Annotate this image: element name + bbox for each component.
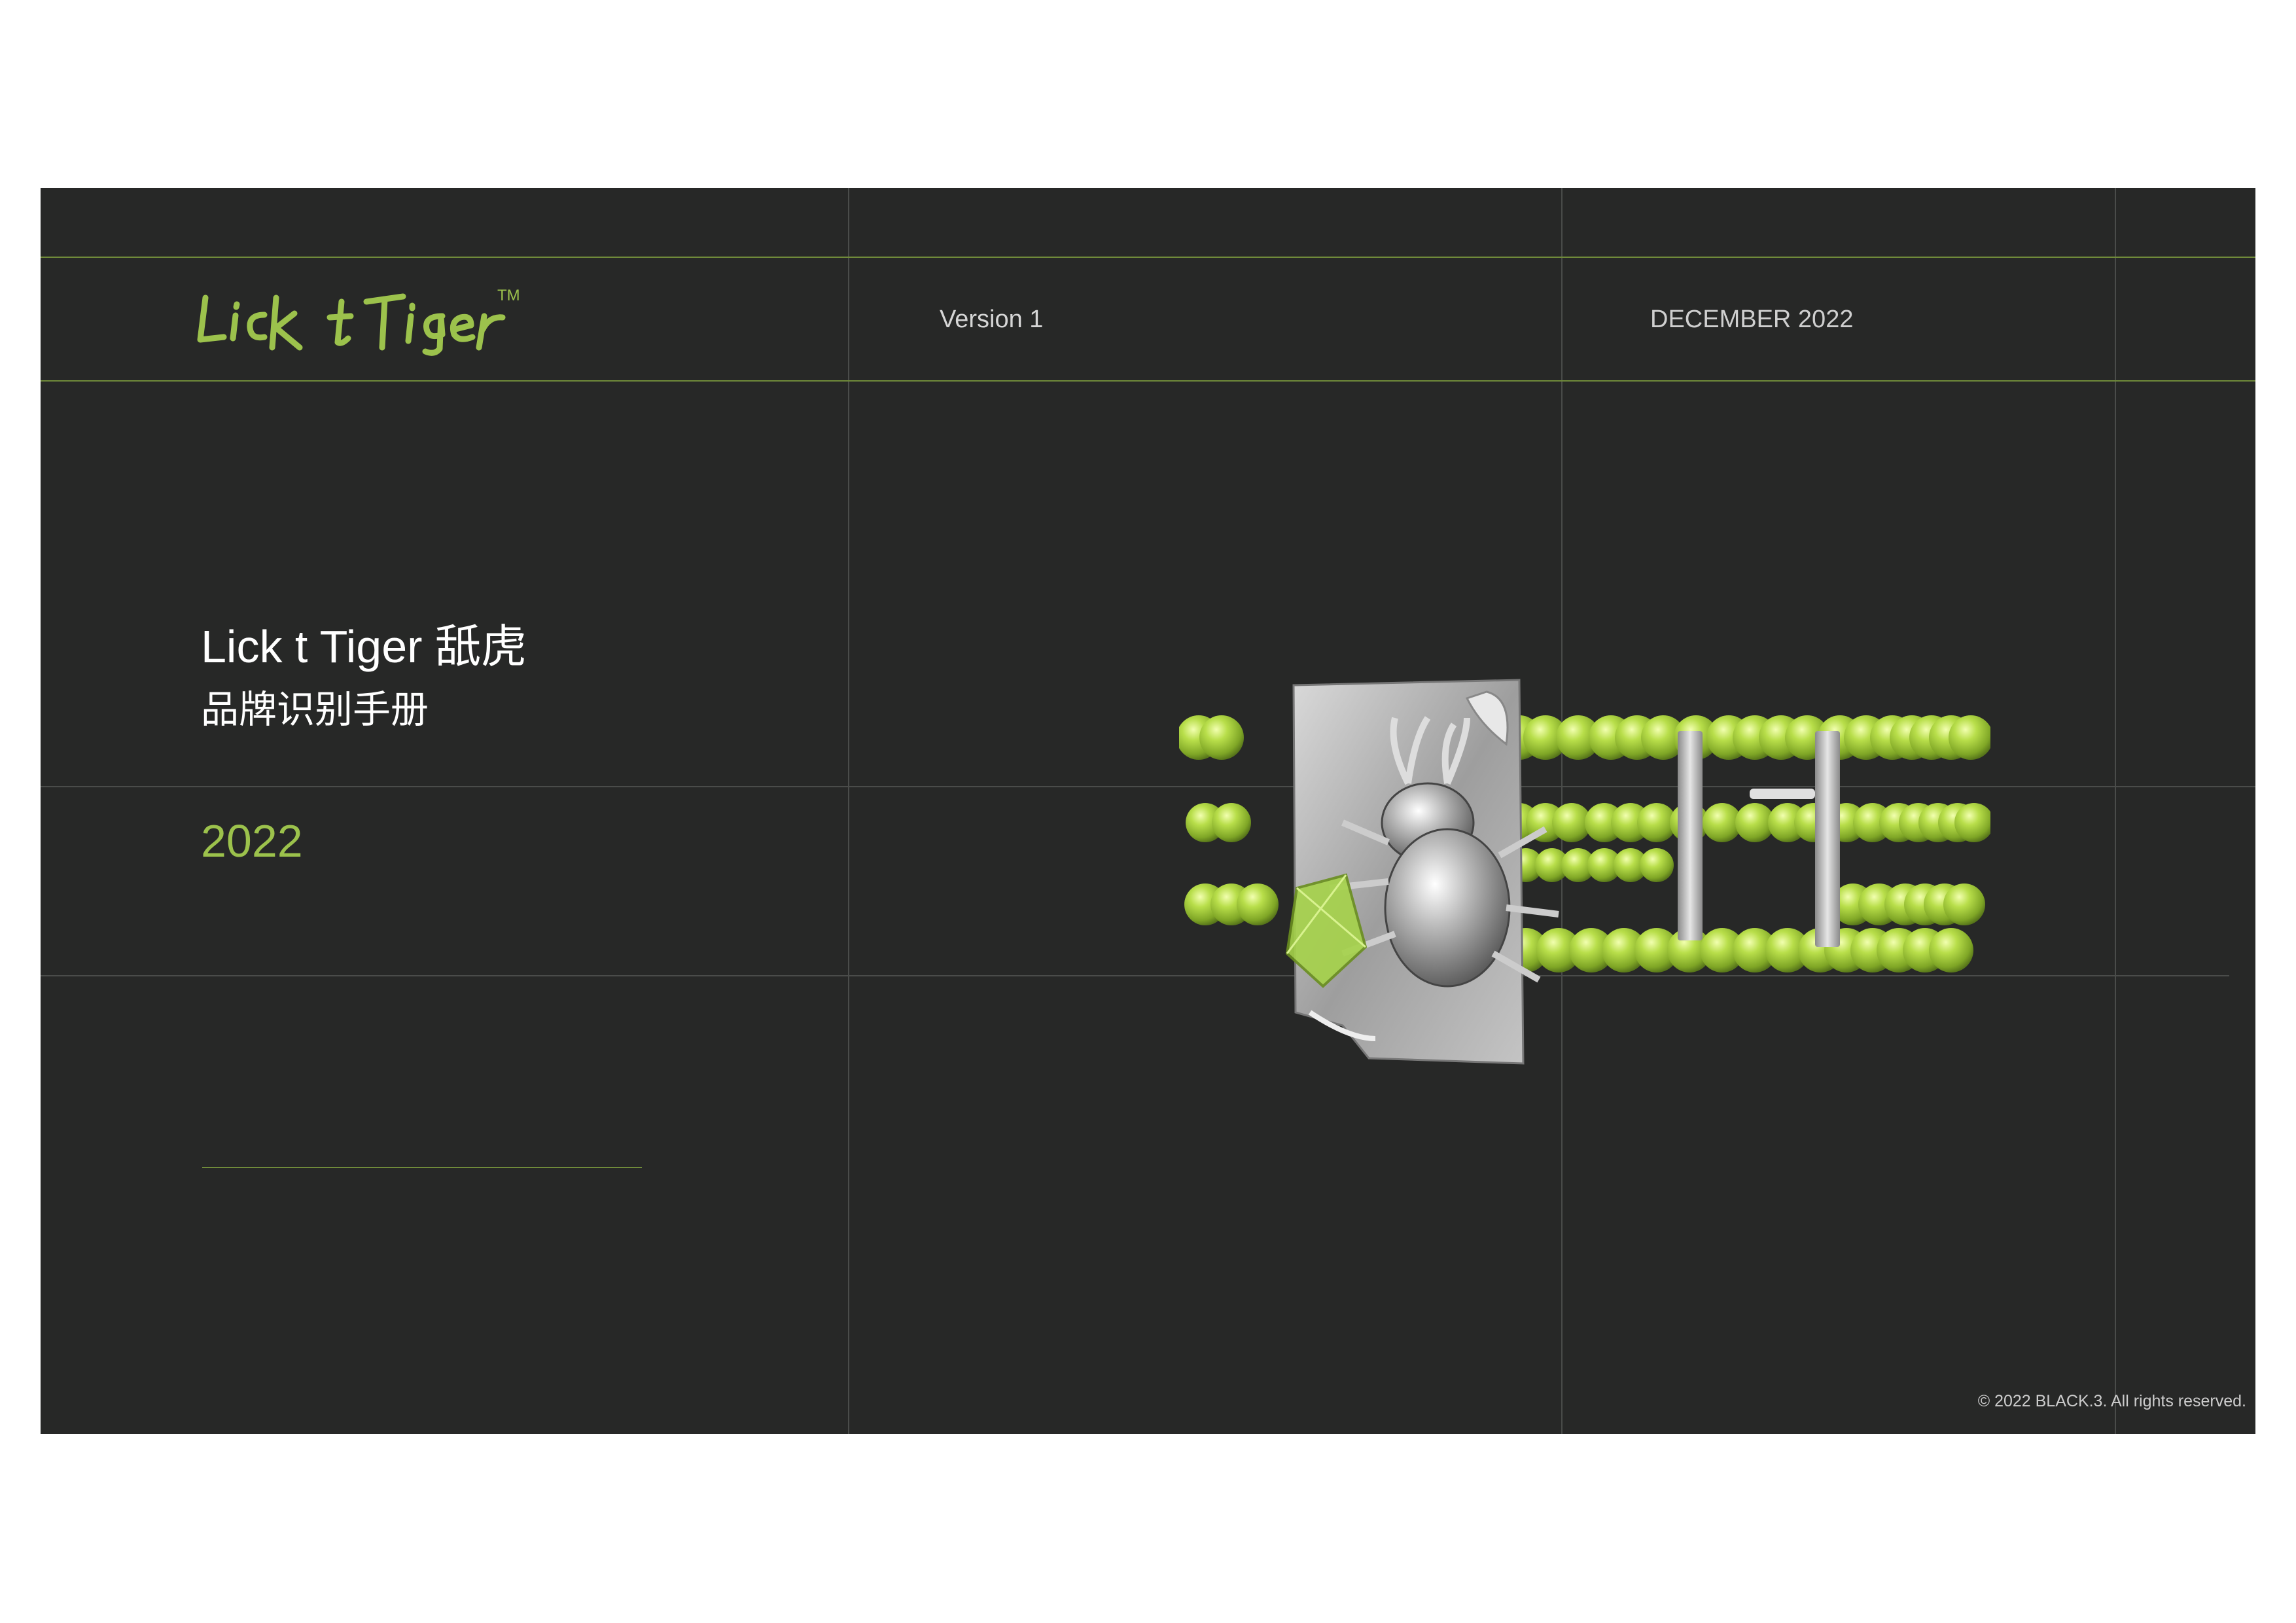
bead — [1199, 715, 1244, 760]
bead — [1943, 883, 1985, 925]
cover-title: Lick t Tiger 舐虎 — [201, 621, 527, 672]
bead — [1634, 928, 1679, 972]
header-top-rule — [41, 257, 2255, 258]
cover-subtitle: 品牌识别手册 — [201, 688, 429, 731]
bead — [1700, 928, 1744, 972]
bead — [1536, 928, 1581, 972]
bead — [1587, 848, 1621, 882]
bead — [1765, 928, 1810, 972]
bead — [1703, 803, 1742, 842]
accent-rule — [202, 1167, 642, 1168]
bead — [1929, 928, 1973, 972]
bead — [1552, 803, 1591, 842]
grid-line-horizontal — [41, 786, 2255, 787]
bead — [1602, 928, 1646, 972]
date-label: DECEMBER 2022 — [1650, 306, 1854, 333]
cover-year: 2022 — [201, 815, 303, 866]
bead — [1569, 928, 1614, 972]
bead — [1949, 715, 1990, 760]
bead — [1735, 803, 1775, 842]
bead — [1212, 803, 1251, 842]
bead — [1614, 848, 1648, 882]
grid-line-horizontal — [41, 975, 2229, 976]
bead — [1954, 803, 1990, 842]
grid-line-vertical — [2115, 188, 2116, 1434]
bead — [1733, 928, 1777, 972]
bead — [1535, 848, 1569, 882]
bead — [1641, 715, 1686, 760]
bead — [1637, 803, 1676, 842]
bead — [1556, 715, 1600, 760]
bead — [1523, 715, 1568, 760]
cover-slide: TM Version 1 DECEMBER 2022 Lick t Tiger … — [41, 188, 2255, 1434]
brand-logo: TM — [197, 287, 520, 356]
bead — [1561, 848, 1595, 882]
version-label: Version 1 — [940, 306, 1044, 333]
header-bottom-rule — [41, 380, 2255, 382]
trademark-symbol: TM — [497, 287, 520, 304]
beetle-bracelet-image — [1179, 679, 1990, 1065]
copyright-notice: © 2022 BLACK.3. All rights reserved. — [1977, 1392, 2246, 1410]
bead — [1237, 883, 1279, 925]
grid-line-vertical — [848, 188, 849, 1434]
bead — [1640, 848, 1674, 882]
